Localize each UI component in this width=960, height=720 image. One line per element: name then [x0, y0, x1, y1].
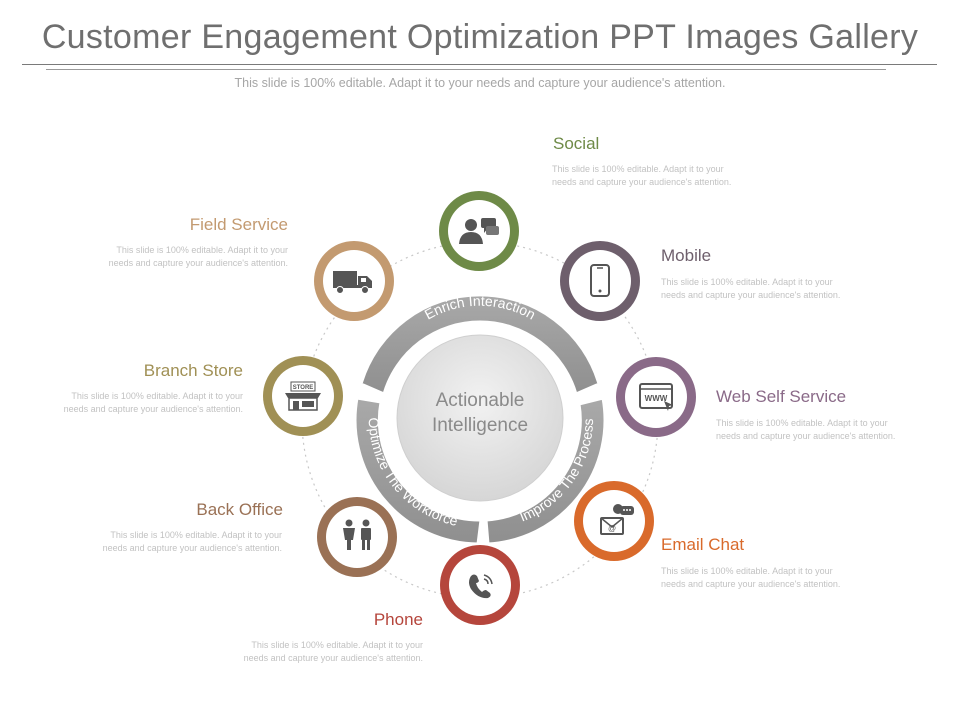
center-line-1: Actionable — [435, 390, 525, 411]
node-social — [439, 191, 519, 271]
slide-title: Customer Engagement Optimization PPT Ima… — [41, 18, 919, 56]
web-browser-icon: WWW — [639, 383, 673, 411]
slide-subtitle: This slide is 100% editable. Adapt it to… — [234, 76, 726, 90]
node-phone — [440, 545, 520, 625]
node-field-service — [314, 241, 394, 321]
label-field-service: Field Service — [189, 215, 288, 234]
label-email-chat: Email Chat — [661, 535, 745, 554]
desc-web-self-service: This slide is 100% editable. Adapt it to… — [716, 418, 896, 441]
node-web-self-service: WWW — [616, 357, 696, 437]
node-back-office — [317, 497, 397, 577]
desc-back-office: This slide is 100% editable. Adapt it to… — [102, 530, 282, 553]
label-mobile: Mobile — [661, 246, 712, 265]
svg-text:STORE: STORE — [293, 385, 314, 391]
store-icon: STORE — [285, 381, 321, 411]
label-web-self-service: Web Self Service — [716, 387, 847, 406]
node-email-chat: @ — [574, 481, 654, 561]
phone-icon — [469, 574, 493, 599]
center-hub-label: Actionable Intelligence — [400, 388, 560, 438]
center-hub — [396, 334, 564, 502]
center-line-2: Intelligence — [431, 415, 529, 436]
arc-segment-right — [484, 396, 607, 546]
arc-segment-left — [353, 396, 483, 546]
desc-social: This slide is 100% editable. Adapt it to… — [552, 164, 732, 187]
node-branch-store: STORE — [263, 356, 343, 436]
email-chat-icon: @ — [600, 504, 634, 535]
label-phone: Phone — [373, 610, 423, 629]
label-back-office: Back Office — [196, 500, 283, 519]
label-social: Social — [553, 134, 600, 153]
people-icon — [343, 519, 371, 550]
desc-branch-store: This slide is 100% editable. Adapt it to… — [63, 391, 243, 414]
arc-segment-top — [359, 293, 601, 397]
desc-field-service: This slide is 100% editable. Adapt it to… — [108, 245, 288, 268]
mobile-phone-icon — [590, 264, 610, 297]
node-mobile — [560, 241, 640, 321]
title-divider — [22, 64, 937, 65]
truck-icon — [333, 271, 372, 294]
label-branch-store: Branch Store — [143, 361, 243, 380]
desc-email-chat: This slide is 100% editable. Adapt it to… — [661, 566, 841, 589]
title-divider-secondary — [46, 69, 886, 70]
desc-phone: This slide is 100% editable. Adapt it to… — [243, 640, 423, 663]
desc-mobile: This slide is 100% editable. Adapt it to… — [661, 277, 841, 300]
arc-ring — [353, 293, 607, 546]
svg-text:WWW: WWW — [645, 394, 668, 403]
svg-text:@: @ — [608, 524, 616, 533]
person-chat-icon — [459, 218, 499, 244]
